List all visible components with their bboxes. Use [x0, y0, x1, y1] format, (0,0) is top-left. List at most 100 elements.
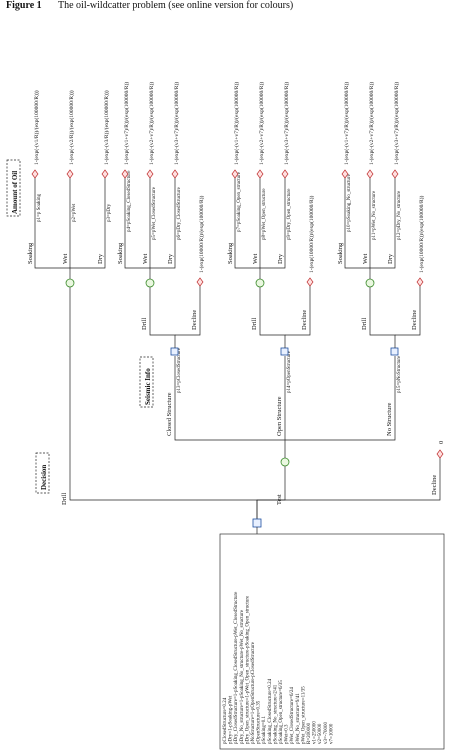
decline-edge — [257, 455, 441, 501]
decline-end — [436, 449, 444, 459]
definition-line: pWet_No_structure=9/41 — [296, 693, 301, 744]
decline-label: Decline — [431, 475, 438, 495]
open-structure-decision-node — [280, 347, 289, 356]
seismic-header-text: Seismic Info — [144, 368, 152, 405]
open-soaking-label: Soaking — [227, 242, 234, 264]
open-soaking-end — [231, 169, 239, 179]
drill-soaking-payoff: 1-(exp(-(v1/R))/(exp(100000/R))) — [33, 90, 40, 165]
decision-header-box — [35, 452, 50, 494]
definition-line: pDry_No_structure=1-pSoaking_No_structur… — [240, 609, 245, 744]
definition-line: pSoaking_Open_structure=6/35 — [279, 680, 284, 744]
no-soaking-label: Soaking — [337, 242, 344, 264]
open-decline-label: Decline — [301, 310, 308, 330]
drill-chance-node — [65, 278, 75, 288]
closed-soaking-label: Soaking — [117, 242, 124, 264]
definition-line: pNoStructure=1-pOpenStructure-pClosedStr… — [251, 641, 256, 744]
closed-structure-label: Closed Structure — [166, 392, 173, 436]
closed-dry-edge — [150, 175, 176, 269]
decline-payoff: 0 — [438, 441, 445, 444]
drill-soaking-label: Soaking — [27, 242, 34, 264]
amount-header: Amount of Oil — [6, 159, 21, 217]
closed-structure-edge — [174, 356, 286, 458]
drill-wet-label: Wet — [62, 254, 69, 264]
open-drill-label: Drill — [251, 318, 258, 330]
drill-branch: Drill Soaking p1=p Soaking Wet p2=pWet D… — [27, 90, 258, 523]
closed-dry-prob: p6=pDry_ClosedStructure — [177, 186, 182, 240]
test-label: Test — [276, 494, 283, 505]
closed-wet-prob: p5=pWet_ClosedStructure — [152, 186, 157, 240]
no-structure-prob: p15=pNoStructure — [397, 355, 402, 393]
test-chance-node — [280, 457, 290, 467]
drill-dry-end — [101, 169, 109, 179]
open-soaking-payoff: 1-(exp(-(v1+v7)/R))/(exp(100000/R)) — [233, 82, 240, 165]
test-branch: Test Closed Structure p13=pClosedStructu… — [117, 82, 425, 523]
caption-text: The oil-wildcatter problem (see online v… — [58, 0, 293, 11]
definition-line: R=200000 — [307, 722, 312, 744]
no-soaking-end — [341, 169, 349, 179]
definition-line: pSoaking_No_structure=2/41 — [273, 684, 278, 744]
definition-line: pWet_Open_structure=11/35 — [301, 686, 306, 744]
closed-wet-label: Wet — [142, 254, 149, 264]
seismic-header: Seismic Info — [139, 356, 154, 408]
definition-line: pDry_ClosedStructure=1-pSoaking_ClosedSt… — [234, 591, 239, 744]
drill-edge — [69, 283, 258, 523]
open-chance-node — [255, 278, 265, 288]
drill-wet-end — [66, 169, 74, 179]
closed-decline-label: Decline — [191, 310, 198, 330]
test-edge — [256, 462, 286, 523]
drill-label: Drill — [61, 493, 68, 505]
amount-header-box — [6, 159, 21, 217]
no-soaking-edge — [344, 175, 371, 279]
no-decline-label: Decline — [411, 310, 418, 330]
drill-dry-label: Dry — [97, 253, 104, 264]
open-wet-payoff: 1-(exp(-(v2+v7)/R))/(exp(100000/R)) — [258, 82, 265, 165]
drill-dry-payoff: 1-(exp(-(v3/R))/(exp(100000/R))) — [103, 90, 110, 165]
definition-line: pWet_ClosedStructure=6/24 — [290, 687, 295, 744]
definition-line: pDry=1-pSoaking-pWet — [229, 695, 234, 744]
no-decline-edge — [395, 283, 421, 336]
closed-dry-end — [171, 169, 179, 179]
definition-line: pOpenStructure=0.35 — [257, 700, 262, 744]
amount-header-text: Amount of Oil — [11, 171, 19, 214]
drill-wet-payoff: 1-(exp(-(v2/R))/(exp(100000/R))) — [68, 90, 75, 165]
no-structure-subtree: Drill Decline Soaking p10=pSoaking_No_st… — [337, 82, 425, 356]
no-dry-end — [391, 169, 399, 179]
drill-dry-edge — [70, 175, 106, 269]
no-dry-prob: p12=pDry_No_structure — [397, 190, 402, 240]
decision-header: Decision — [35, 452, 50, 494]
definitions-box — [219, 533, 445, 750]
open-dry-edge — [260, 175, 286, 269]
decline-branch: Decline 0 — [257, 441, 445, 501]
no-decline-payoff: 1-(exp(10000/R))/(exp(100000/R)) — [418, 196, 425, 273]
no-soaking-prob: p10=pSoaking_No_structure — [347, 173, 352, 232]
closed-soaking-edge — [124, 175, 151, 279]
definition-line: v3=-70000 — [324, 722, 329, 744]
no-wet-end — [366, 169, 374, 179]
closed-soaking-end — [121, 169, 129, 179]
open-structure-label: Open Structure — [276, 396, 283, 436]
definition-line: v7=10000 — [329, 723, 334, 744]
no-dry-payoff: 1-(exp(-(v3+v7)/R))/(exp(100000/R)) — [393, 82, 400, 165]
open-decline-end — [306, 277, 314, 287]
closed-wet-end — [146, 169, 154, 179]
closed-structure-decision-node — [170, 347, 179, 356]
open-decline-edge — [285, 283, 311, 336]
closed-chance-node — [145, 278, 155, 288]
closed-structure-prob: p13=pClosedStructure — [177, 347, 182, 393]
closed-dry-label: Dry — [167, 253, 174, 264]
open-soaking-prob: p7=pSoaking_Open_structure — [237, 171, 242, 232]
no-wet-label: Wet — [362, 254, 369, 264]
closed-decline-end — [196, 277, 204, 287]
closed-drill-edge — [149, 283, 176, 348]
no-structure-decision-node — [390, 347, 399, 356]
open-structure-subtree: Drill Decline Soaking p7=pSoaking_Open_s… — [227, 82, 315, 356]
no-wet-payoff: 1-(exp(-(v2+v7)/R))/(exp(100000/R)) — [368, 82, 375, 165]
no-drill-edge — [369, 283, 396, 348]
closed-soaking-prob: p4=pSoaking_ClosedStructure — [127, 170, 132, 232]
closed-structure-subtree: Drill Decline Soaking p4=pSoaking_Closed… — [117, 82, 205, 356]
no-dry-edge — [370, 175, 396, 269]
open-dry-prob: p9=pDry_Open_structure — [287, 188, 292, 240]
open-dry-label: Dry — [277, 253, 284, 264]
